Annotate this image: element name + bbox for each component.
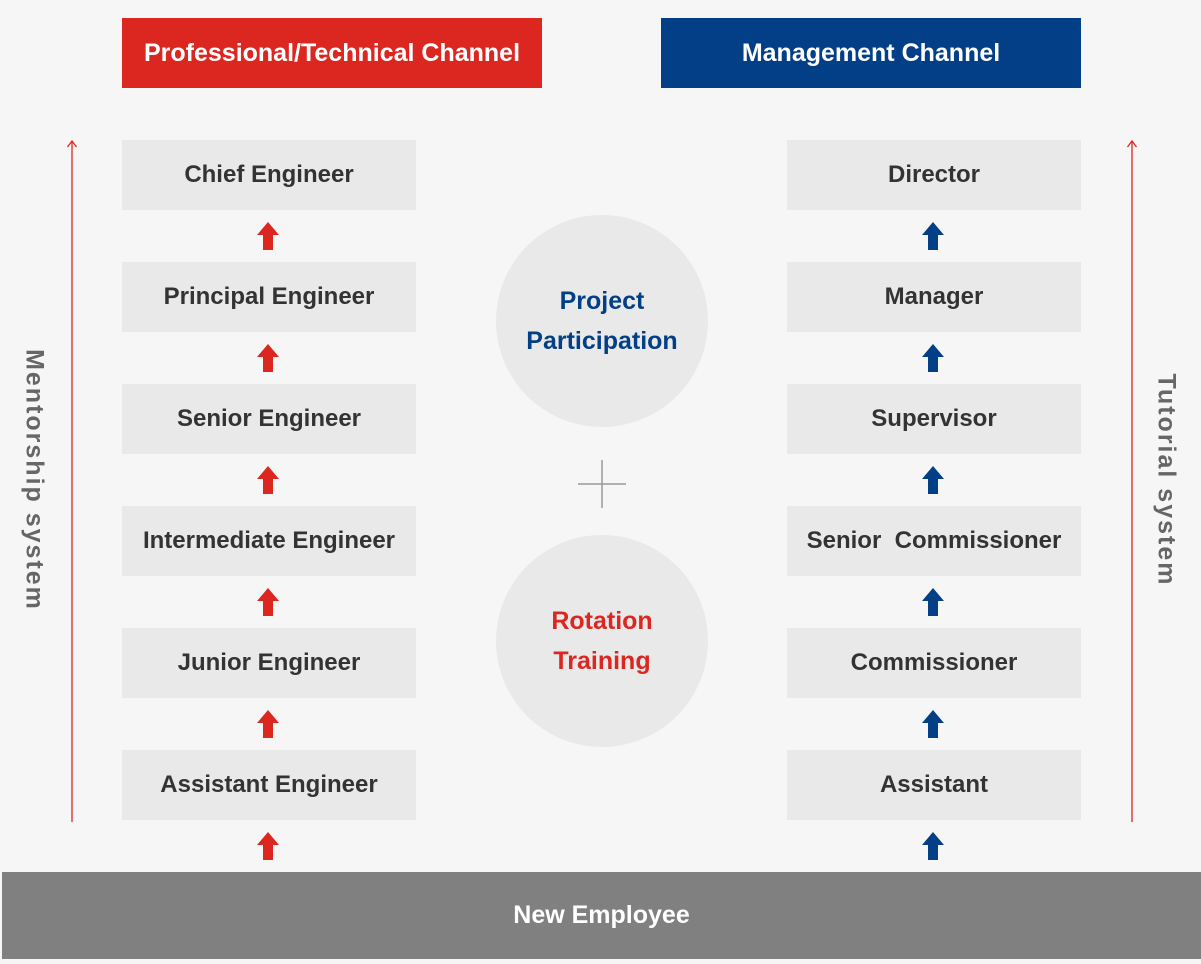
tutorial-system-label: Tutorial system xyxy=(1152,373,1181,587)
professional-channel-header: Professional/Technical Channel xyxy=(122,18,542,88)
rank-assistant: Assistant xyxy=(787,750,1081,820)
rank-junior-engineer: Junior Engineer xyxy=(122,628,416,698)
new-employee-bar: New Employee xyxy=(2,872,1201,959)
rank-senior-commissioner: Senior Commissioner xyxy=(787,506,1081,576)
arrow-up-icon xyxy=(257,588,279,616)
arrow-up-icon xyxy=(257,832,279,860)
rotation-training-line2: Training xyxy=(553,647,651,675)
mentorship-system-label: Mentorship system xyxy=(20,349,49,611)
rank-director: Director xyxy=(787,140,1081,210)
arrow-up-icon xyxy=(257,466,279,494)
management-channel-header: Management Channel xyxy=(661,18,1081,88)
project-participation-line1: Project xyxy=(559,287,645,315)
rank-commissioner: Commissioner xyxy=(787,628,1081,698)
arrow-up-icon xyxy=(922,832,944,860)
arrow-up-icon xyxy=(257,344,279,372)
rotation-training-line1: Rotation xyxy=(551,607,653,635)
rank-manager: Manager xyxy=(787,262,1081,332)
rank-senior-engineer: Senior Engineer xyxy=(122,384,416,454)
arrow-up-icon xyxy=(257,710,279,738)
arrow-up-icon xyxy=(922,344,944,372)
rank-intermediate-engineer: Intermediate Engineer xyxy=(122,506,416,576)
plus-icon xyxy=(578,460,626,508)
project-participation-circle: Project Participation xyxy=(496,215,708,427)
arrow-up-icon xyxy=(922,222,944,250)
mentorship-line-arrow-icon xyxy=(66,139,78,822)
project-participation-line2: Participation xyxy=(526,327,678,355)
rank-chief-engineer: Chief Engineer xyxy=(122,140,416,210)
tutorial-line-arrow-icon xyxy=(1126,139,1138,822)
rank-assistant-engineer: Assistant Engineer xyxy=(122,750,416,820)
rank-supervisor: Supervisor xyxy=(787,384,1081,454)
arrow-up-icon xyxy=(257,222,279,250)
arrow-up-icon xyxy=(922,588,944,616)
rank-principal-engineer: Principal Engineer xyxy=(122,262,416,332)
rotation-training-circle: Rotation Training xyxy=(496,535,708,747)
arrow-up-icon xyxy=(922,466,944,494)
arrow-up-icon xyxy=(922,710,944,738)
